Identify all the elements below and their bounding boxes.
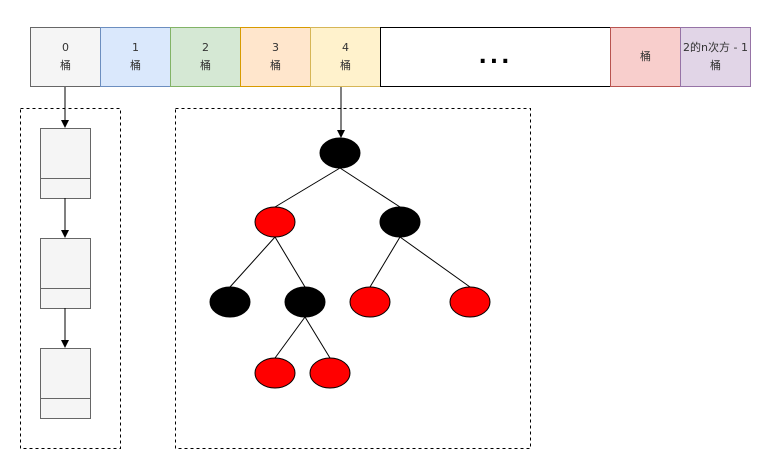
tree-edge	[304, 316, 331, 359]
tree-edges	[229, 167, 471, 359]
tree-node-red	[449, 286, 491, 318]
bucket-label: 桶	[200, 59, 211, 72]
tree-edge	[399, 236, 471, 288]
bucket-0: 0 桶	[30, 27, 101, 87]
bucket-label: 桶	[60, 59, 71, 72]
bucket-ellipsis: ...	[380, 27, 611, 87]
tree-edge	[274, 236, 306, 288]
list-node	[40, 238, 91, 309]
tree-node-black	[284, 286, 326, 318]
ellipsis-label: ...	[478, 44, 513, 69]
bucket-label: 桶	[640, 50, 651, 63]
tree-node-black	[209, 286, 251, 318]
tree-node-red	[309, 357, 351, 389]
bucket-3: 3 桶	[240, 27, 311, 87]
bucket-label: 桶	[130, 59, 141, 72]
tree-container	[175, 108, 531, 449]
bucket-label: 桶	[340, 59, 351, 72]
bucket-index: 0	[62, 41, 69, 54]
tree-nodes	[209, 137, 491, 389]
tree-edge	[339, 167, 401, 208]
bucket-index: 2的n次方 - 1	[683, 41, 748, 54]
bucket-label: 桶	[270, 59, 281, 72]
tree-node-red	[349, 286, 391, 318]
tree-edge	[369, 236, 401, 288]
bucket-index: 1	[132, 41, 139, 54]
bucket-red: 桶	[610, 27, 681, 87]
list-node	[40, 348, 91, 419]
bucket-index: 3	[272, 41, 279, 54]
bucket-index: 2	[202, 41, 209, 54]
bucket-4: 4 桶	[310, 27, 381, 87]
bucket-array: 0 桶 1 桶 2 桶 3 桶 4 桶 ... 桶 2的n次方 - 1 桶	[30, 27, 751, 87]
tree-node-black	[379, 206, 421, 238]
tree-node-red	[254, 357, 296, 389]
list-node	[40, 128, 91, 199]
bucket-label: 桶	[710, 59, 721, 72]
tree-edge	[274, 316, 306, 359]
bucket-last: 2的n次方 - 1 桶	[680, 27, 751, 87]
tree-edge	[229, 236, 276, 288]
bucket-index: 4	[342, 41, 349, 54]
bucket-1: 1 桶	[100, 27, 171, 87]
linked-list-container	[20, 108, 121, 449]
tree-edge	[274, 167, 341, 208]
tree-node-black	[319, 137, 361, 169]
tree-node-red	[254, 206, 296, 238]
